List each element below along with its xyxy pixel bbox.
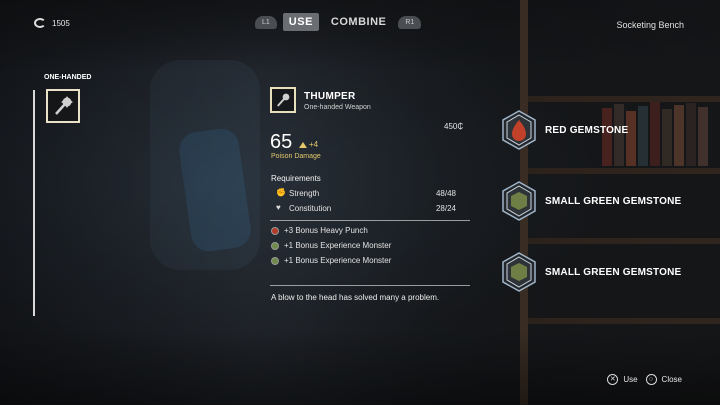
weapon-name: THUMPER [304, 91, 356, 102]
gem-socket-3[interactable] [501, 252, 537, 292]
damage-value: 65 [270, 131, 293, 153]
requirement-name: Constitution [289, 204, 332, 213]
gem-socket-1[interactable] [501, 110, 537, 150]
weapon-icon [270, 87, 296, 113]
red-gem-dot-icon [271, 226, 279, 235]
requirement-row: ♥ Constitution 28/24 [276, 204, 456, 214]
damage-type: Poison Damage [271, 153, 321, 160]
requirements-title: Requirements [271, 174, 321, 183]
gem-label: RED GEMSTONE [545, 125, 629, 136]
damage-bonus: +4 [299, 140, 318, 149]
gem-socket-2[interactable] [501, 181, 537, 221]
requirement-name: Strength [289, 189, 320, 198]
cross-button-icon: ✕ [607, 374, 619, 385]
weapon-type: One-handed Weapon [304, 104, 371, 111]
upgrade-arrow-icon [299, 141, 307, 148]
mace-icon [277, 93, 290, 107]
use-label: Use [623, 375, 638, 384]
category-label: ONE-HANDED [44, 74, 92, 81]
close-prompt[interactable]: ○ Close [645, 374, 682, 385]
button-prompts: ✕ Use ○ Close [607, 374, 682, 385]
perk-row: +1 Bonus Experience Monster [271, 256, 391, 265]
perk-text: +1 Bonus Experience Monster [284, 241, 392, 250]
damage-bonus-value: +4 [309, 140, 319, 149]
requirement-row: ✊ Strength 48/48 [276, 189, 456, 199]
gem-label: SMALL GREEN GEMSTONE [545, 267, 682, 278]
perk-row: +1 Bonus Experience Monster [271, 241, 391, 250]
gem-label: SMALL GREEN GEMSTONE [545, 196, 682, 207]
tab-combine[interactable]: COMBINE [330, 16, 387, 28]
l1-button[interactable]: L1 [255, 15, 277, 29]
green-gemstone-icon [502, 252, 536, 292]
divider [270, 285, 470, 286]
weapon-price: 450₵ [444, 122, 464, 131]
close-label: Close [661, 375, 682, 384]
perk-text: +3 Bonus Heavy Punch [284, 226, 368, 235]
perk-row: +3 Bonus Heavy Punch [271, 226, 368, 235]
coin-icon [34, 18, 46, 28]
page-title: Socketing Bench [616, 20, 684, 30]
flavor-text: A blow to the head has solved many a pro… [271, 293, 440, 302]
circle-button-icon: ○ [645, 374, 657, 385]
r1-button[interactable]: R1 [398, 15, 422, 29]
category-scrollbar[interactable] [33, 90, 35, 316]
item-slot-thumper[interactable] [46, 89, 80, 123]
mace-icon [55, 96, 73, 115]
use-prompt[interactable]: ✕ Use [607, 374, 638, 385]
green-gem-dot-icon [271, 256, 279, 265]
green-gem-dot-icon [271, 241, 279, 250]
green-gemstone-icon [502, 181, 536, 221]
requirement-value: 28/24 [435, 204, 456, 213]
tab-use[interactable]: USE [282, 13, 319, 31]
constitution-icon: ♥ [276, 203, 281, 212]
perk-text: +1 Bonus Experience Monster [284, 256, 392, 265]
divider [270, 220, 470, 221]
strength-icon: ✊ [276, 188, 286, 197]
requirement-value: 48/48 [435, 189, 456, 198]
tab-bar: L1 USE COMBINE R1 [255, 13, 422, 31]
red-gemstone-icon [502, 110, 536, 150]
currency-display: 1505 [34, 18, 70, 28]
currency-value: 1505 [52, 18, 70, 28]
